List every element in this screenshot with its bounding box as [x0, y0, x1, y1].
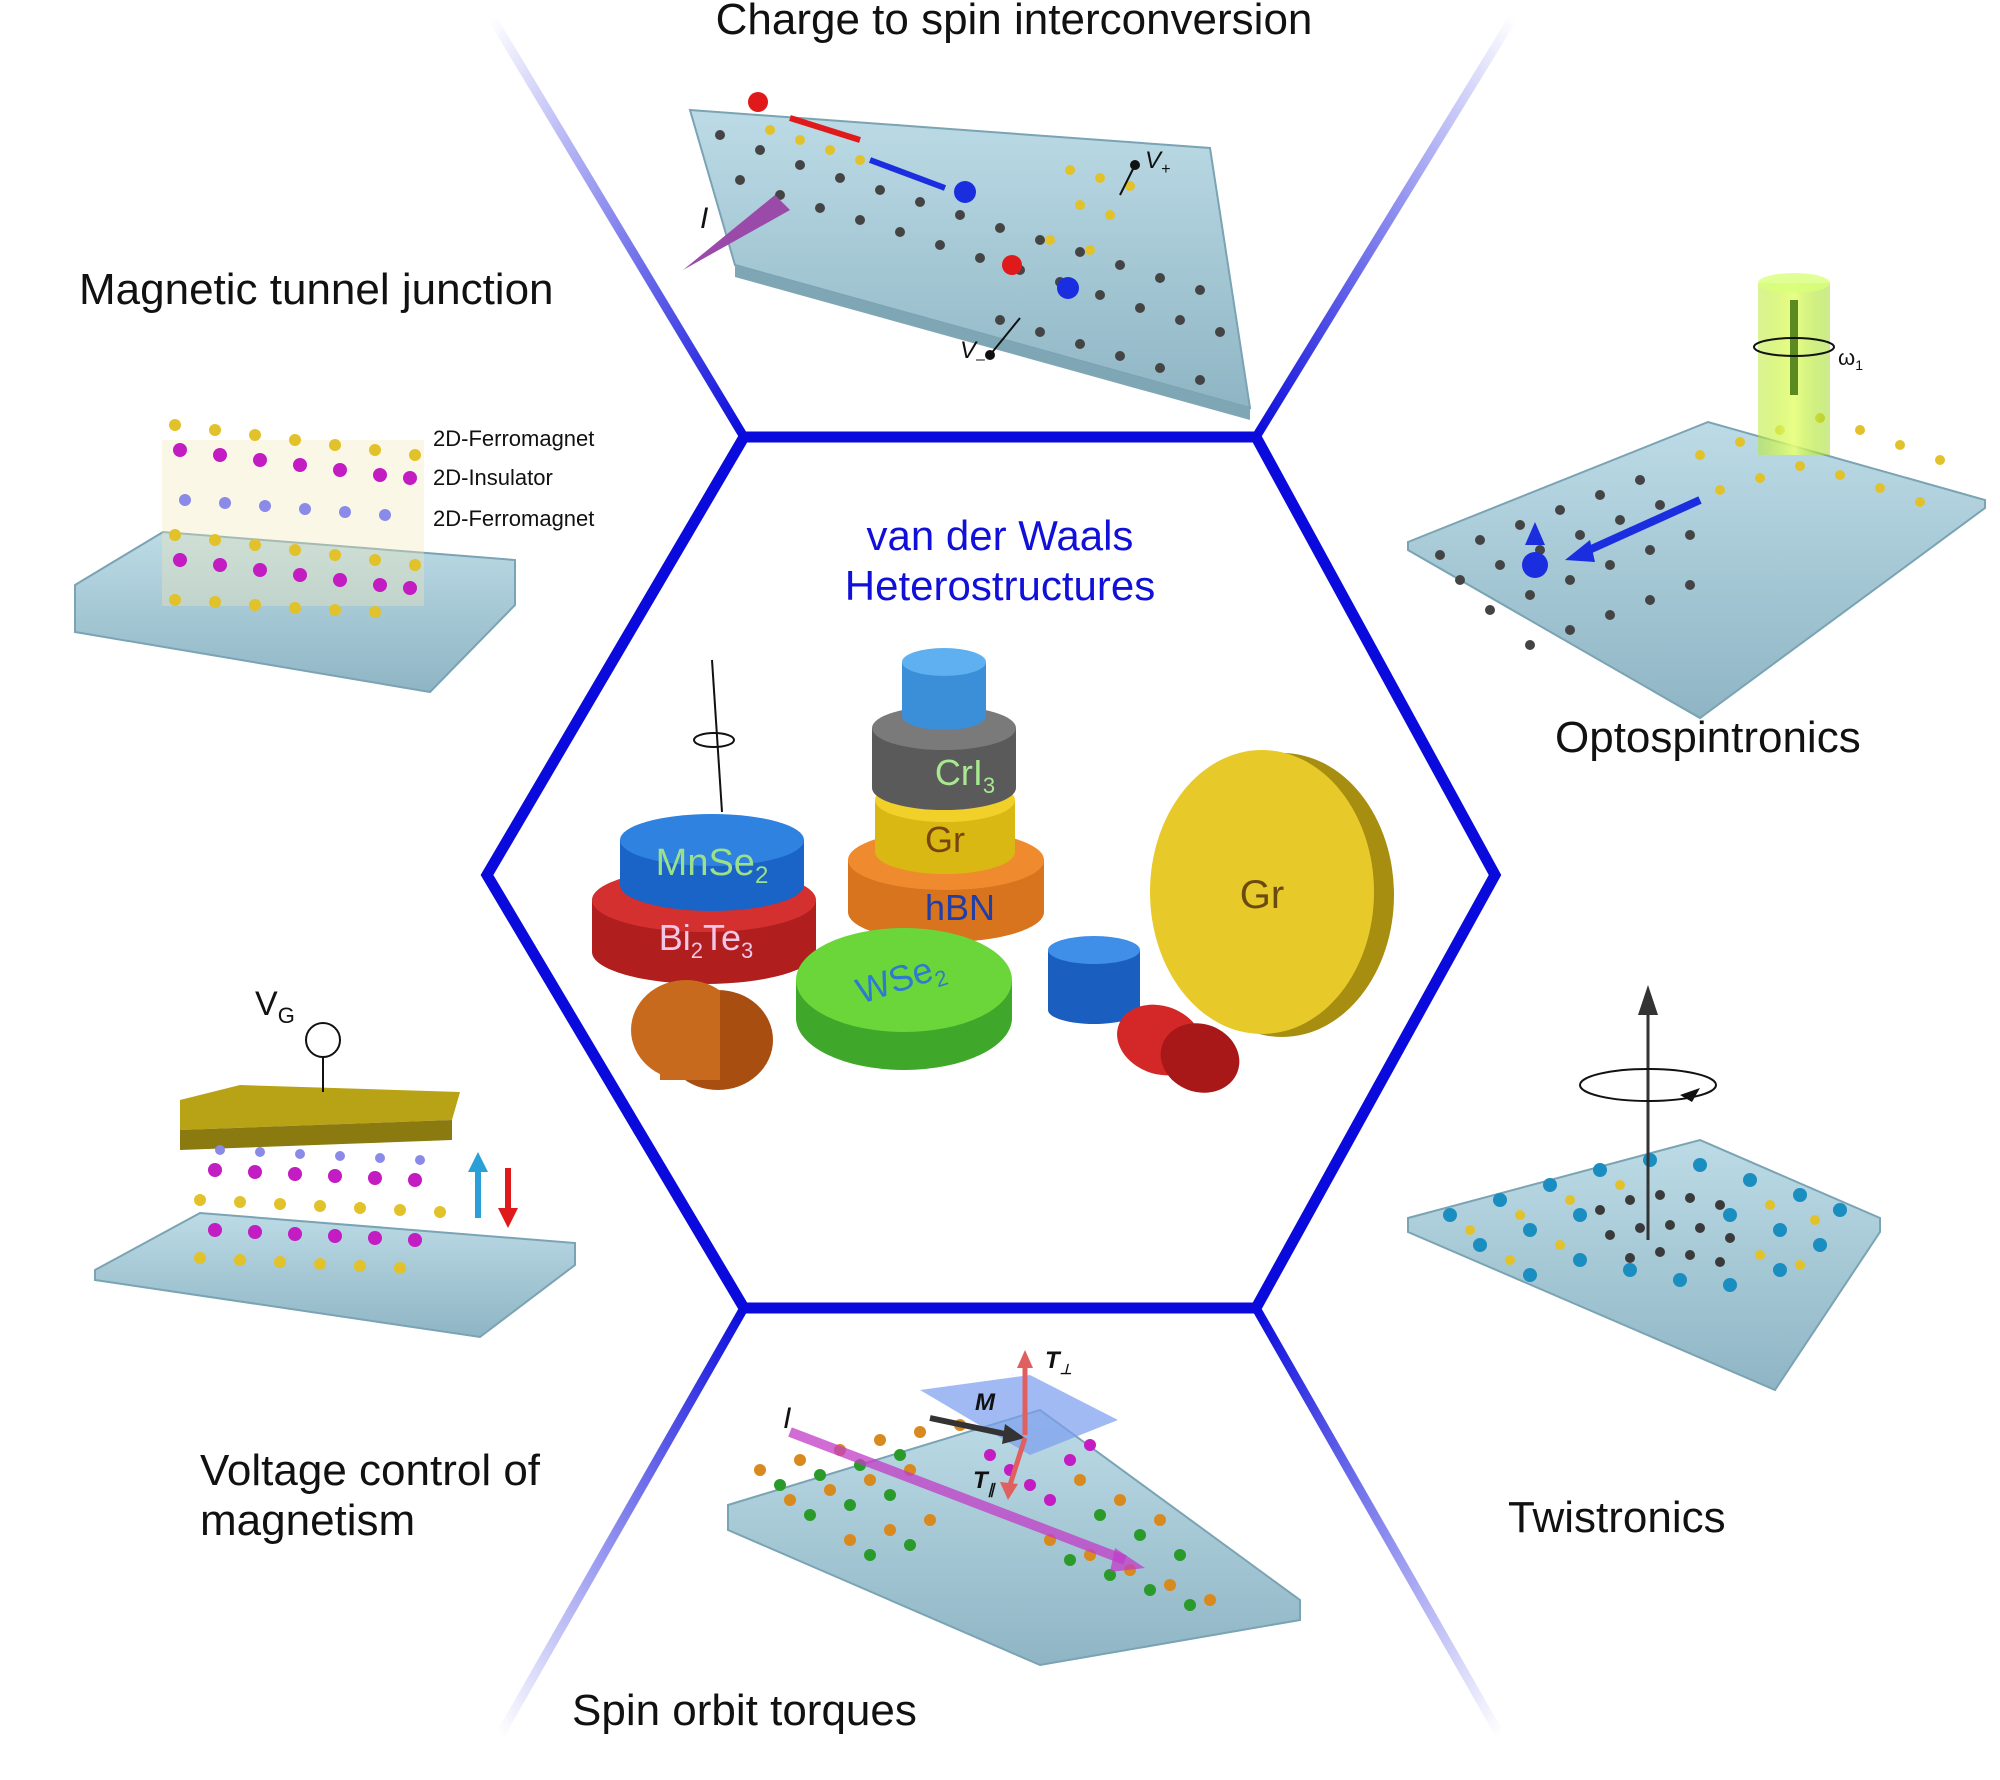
title-voltage-control-line2: magnetism [200, 1496, 415, 1545]
layered-crystal [194, 1145, 446, 1274]
substrate [1407, 1138, 1881, 1392]
torque-par-arrow [1007, 1437, 1028, 1486]
tmd-atoms [765, 125, 1135, 255]
twisted-bilayer [1443, 1153, 1847, 1292]
stack-middle: CrI3 Gr hBN [848, 648, 1044, 942]
label-current-bottom: I [783, 1402, 791, 1435]
spin-down-ball [748, 92, 768, 112]
spin-up-ball [954, 181, 976, 203]
center-panel: van der Waals Heterostructures MnSe2 Bi2… [592, 512, 1394, 1093]
label-torque-par: T∥ [973, 1467, 997, 1498]
current-arrow [788, 1427, 1127, 1565]
label-current-top: I [700, 202, 708, 235]
red-cylinder [1117, 1004, 1240, 1093]
label-gr-big: Gr [1240, 873, 1284, 917]
divider-lower-right [1252, 1305, 1504, 1738]
graphene-sheet [715, 130, 1225, 385]
label-insulator: 2D-Insulator [433, 465, 553, 490]
label-ferromagnet-top: 2D-Ferromagnet [433, 426, 594, 451]
label-bi2te3: Bi2Te3 [659, 917, 754, 963]
title-mtj: Magnetic tunnel junction [79, 265, 554, 314]
label-cri3: CrI3 [935, 752, 995, 798]
spin-current-arrow-blue [868, 157, 947, 191]
substrate [727, 1408, 1301, 1667]
orange-cylinder [631, 980, 773, 1090]
substrate [1407, 420, 1986, 720]
spin-up-ball [1522, 552, 1548, 578]
wse2-disk: WSe2 [796, 928, 1012, 1070]
label-gr-middle: Gr [925, 819, 965, 860]
gate-electrode [180, 1085, 460, 1130]
current-arrow [683, 195, 790, 270]
divider-lower-left [496, 1305, 748, 1738]
title-charge-to-spin: Charge to spin interconversion [716, 0, 1313, 44]
label-mnse2: MnSe2 [656, 842, 769, 889]
title-optospintronics: Optospintronics [1555, 713, 1861, 762]
panel-twistronics: Twistronics [1407, 985, 1881, 1542]
voltage-source-icon [305, 1022, 341, 1058]
center-title-line2: Heterostructures [845, 562, 1155, 609]
panel-optospintronics: Optospintronics ω1 [1407, 273, 1986, 762]
label-v-plus: V+ [1145, 147, 1170, 178]
label-hbn: hBN [925, 887, 995, 928]
divider-upper-right [1252, 15, 1517, 440]
divider-upper-left [488, 15, 748, 440]
title-voltage-control-line1: Voltage control of [200, 1446, 541, 1495]
label-omega: ω1 [1838, 345, 1863, 373]
layered-crystal [162, 419, 424, 618]
graphene-sheet [1435, 475, 1695, 650]
rotation-ring [693, 732, 735, 748]
spin-current-arrow [1576, 496, 1702, 559]
label-magnetization: M [975, 1389, 996, 1416]
panel-spin-orbit-torques: Spin orbit torques I M [572, 1347, 1301, 1735]
center-title-line1: van der Waals [867, 512, 1134, 559]
panel-charge-to-spin: Charge to spin interconversion I V+ V– [683, 0, 1312, 420]
helicity-ring [1753, 337, 1835, 357]
big-gr-disk: Gr [1150, 750, 1394, 1037]
stack-left: MnSe2 Bi2Te3 [592, 659, 816, 984]
spin-axis-line [711, 659, 723, 813]
label-v-minus: V– [960, 337, 985, 368]
blue-cylinder [1048, 936, 1140, 1024]
label-torque-perp: T⊥ [1045, 1347, 1072, 1377]
label-ferromagnet-bottom: 2D-Ferromagnet [433, 506, 594, 531]
panel-mtj: Magnetic tunnel junction 2D-Ferromagnet … [74, 265, 594, 694]
hexagon-frame [0, 15, 2000, 1738]
magnetization-arrow [929, 1415, 1011, 1438]
ferromagnet-layer [920, 1375, 1118, 1455]
panel-voltage-control: Voltage control of magnetism VG [94, 985, 576, 1545]
title-twistronics: Twistronics [1508, 1493, 1726, 1542]
label-gate-voltage: VG [255, 985, 295, 1028]
spin-current-arrow-red [789, 115, 861, 143]
rotation-ring [1579, 1068, 1717, 1102]
title-spin-orbit-torques: Spin orbit torques [572, 1686, 917, 1735]
substrate [94, 1211, 576, 1339]
